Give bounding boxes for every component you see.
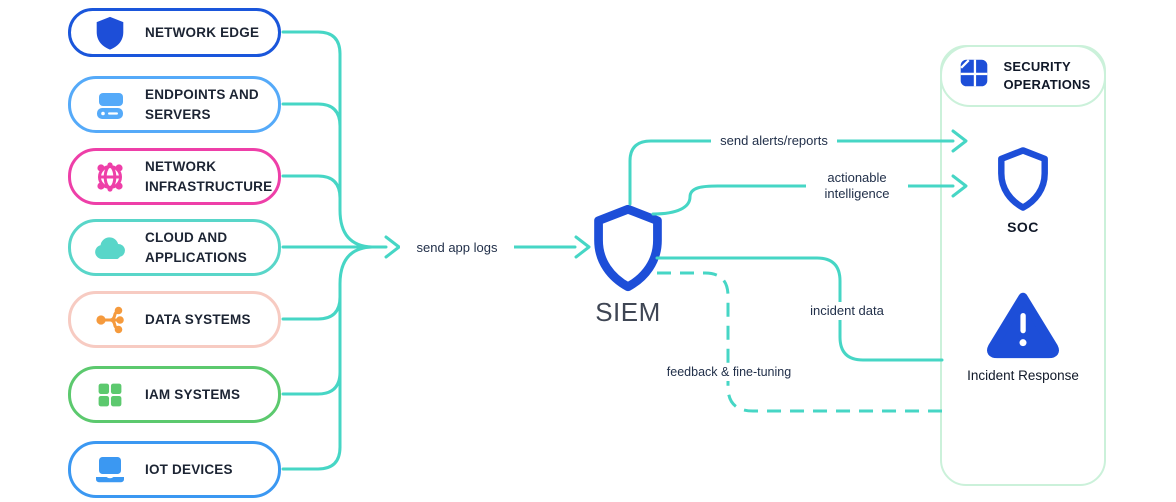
grid-icon	[90, 375, 130, 415]
siem-shield-icon	[590, 203, 666, 298]
source-label: IOT DEVICES	[145, 461, 233, 477]
cloud-icon	[90, 228, 130, 268]
edge-data-systems	[281, 295, 342, 321]
flow-label-send-alerts-reports: send alerts/reports	[711, 132, 837, 150]
source-box-iot-devices: IOT DEVICES	[68, 441, 281, 498]
edge-iam-systems	[281, 370, 342, 396]
incident-response-label: Incident Response	[967, 368, 1079, 383]
security-operations-panel: SECURITY OPERATIONS SOC Incident Respons…	[939, 44, 1106, 486]
siem-label: SIEM	[595, 297, 661, 327]
trunk-lower	[338, 245, 374, 449]
source-label: IAM SYSTEMS	[145, 386, 241, 402]
source-label: NETWORK EDGE	[145, 24, 260, 40]
flow-label-feedback-fine-tuning: feedback & fine-tuning	[660, 363, 798, 381]
shield-icon	[90, 13, 130, 53]
source-label: CLOUD AND APPLICATIONS	[145, 229, 247, 265]
source-box-cloud-applications: CLOUD AND APPLICATIONS	[68, 219, 281, 276]
flow-label-actionable-intelligence: actionable intelligence	[806, 169, 908, 203]
edge-network-infra	[281, 174, 342, 200]
source-box-data-systems: DATA SYSTEMS	[68, 291, 281, 348]
security-operations-header: SECURITY OPERATIONS	[939, 44, 1106, 107]
soc-shield-icon	[995, 146, 1051, 217]
edge-iot-devices	[281, 445, 342, 471]
arrowhead	[574, 235, 591, 259]
edge-network-edge	[281, 30, 342, 56]
data-flow-icon	[90, 300, 130, 340]
source-box-iam-systems: IAM SYSTEMS	[68, 366, 281, 423]
flow-label-send-app-logs: send app logs	[400, 239, 514, 257]
edge-actionable-intel	[651, 184, 955, 216]
source-box-network-edge: NETWORK EDGE	[68, 8, 281, 57]
arrowhead	[384, 235, 401, 259]
source-label: ENDPOINTS AND SERVERS	[145, 86, 259, 122]
edge-endpoints	[281, 102, 342, 128]
servers-icon	[90, 85, 130, 125]
trunk-upper	[338, 52, 374, 249]
edge-feedback-dashed	[657, 271, 942, 413]
incident-response-warning-icon	[984, 290, 1062, 365]
security-operations-icon	[955, 54, 993, 97]
soc-label: SOC	[1007, 219, 1039, 235]
flow-label-incident-data: incident data	[797, 302, 897, 320]
source-label: DATA SYSTEMS	[145, 311, 251, 327]
security-operations-title: SECURITY OPERATIONS	[1003, 58, 1091, 92]
laptop-icon	[90, 450, 130, 490]
source-label: NETWORK INFRASTRUCTURE	[145, 158, 273, 194]
source-box-network-infrastructure: NETWORK INFRASTRUCTURE	[68, 148, 281, 205]
network-globe-icon	[90, 157, 130, 197]
source-box-endpoints-servers: ENDPOINTS AND SERVERS	[68, 76, 281, 133]
